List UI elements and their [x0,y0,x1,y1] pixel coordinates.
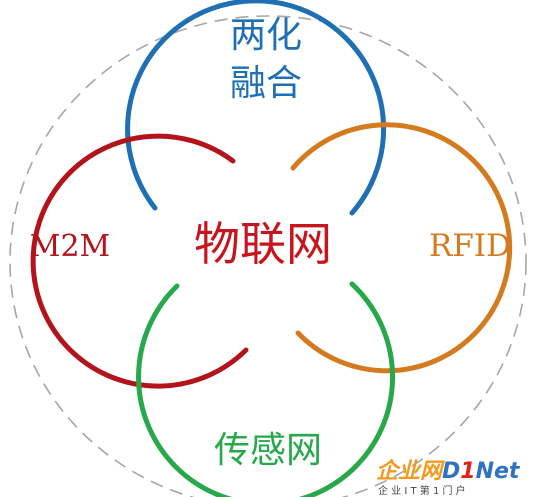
right-circle-arc [290,122,513,374]
site-watermark: 企业网D1Net 企 业 I T 第 1 门 户 [376,458,521,497]
bottom-circle-arc [136,281,396,497]
watermark-brand-part4: Net [476,459,521,484]
watermark-brand-part1: 企业网 [376,458,445,484]
left-circle-arc [30,133,249,389]
left-label: M2M [30,229,111,264]
svg-text:企业网D1Net: 企业网D1Net [376,458,521,484]
right-label: RFID [429,228,511,264]
top-label-line1: 两化 [230,15,302,56]
center-label: 物联网 [194,217,332,271]
top-label-line2: 融合 [230,63,302,104]
watermark-tagline: 企 业 I T 第 1 门 户 [378,484,466,497]
watermark-brand-part2: D [442,459,460,484]
watermark-brand-part3: 1 [460,459,475,484]
bottom-label: 传感网 [214,430,322,471]
outer-dashed-boundary [9,15,527,497]
top-circle-arc [125,0,387,216]
